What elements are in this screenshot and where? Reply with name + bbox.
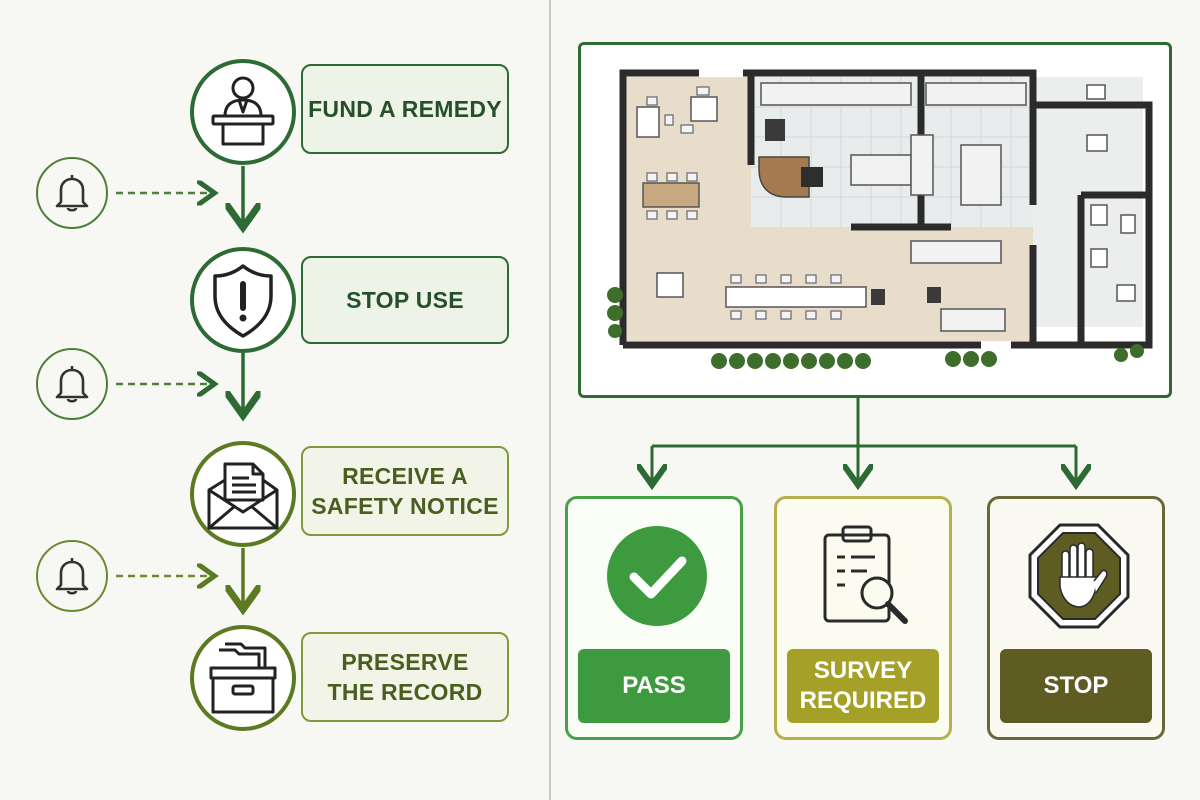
step-label-stop-use: STOP USE bbox=[301, 256, 509, 344]
step-label-line: SAFETY NOTICE bbox=[311, 493, 499, 519]
checkmark-circle-icon bbox=[607, 526, 707, 626]
alert-bell-3 bbox=[36, 540, 108, 612]
outcome-card-survey-required: SURVEY REQUIRED bbox=[774, 496, 952, 740]
step-node-stop-use bbox=[190, 247, 296, 353]
podium-speaker-icon bbox=[211, 76, 275, 146]
step-label-text: FUND A REMEDY bbox=[308, 96, 502, 122]
step-label-line: PRESERVE bbox=[341, 649, 469, 675]
step-label-receive-notice: RECEIVE A SAFETY NOTICE bbox=[301, 446, 509, 536]
outcome-banner-survey-required: SURVEY REQUIRED bbox=[787, 649, 939, 723]
outcome-banner-pass: PASS bbox=[578, 649, 730, 723]
bell-icon bbox=[55, 175, 89, 212]
outcome-card-pass: PASS bbox=[565, 496, 743, 740]
floor-plan-frame bbox=[578, 42, 1172, 398]
step-node-preserve-record bbox=[190, 625, 296, 731]
step-label-fund-remedy: FUND A REMEDY bbox=[301, 64, 509, 154]
outcome-label-line: REQUIRED bbox=[799, 687, 927, 714]
outcome-banner-stop: STOP bbox=[1000, 649, 1152, 723]
shield-exclamation-icon bbox=[213, 264, 273, 338]
step-label-line: RECEIVE A bbox=[342, 463, 468, 489]
step-node-receive-notice bbox=[190, 441, 296, 547]
clipboard-magnifier-icon bbox=[823, 525, 908, 624]
bell-icon bbox=[55, 366, 89, 403]
process-connectors bbox=[116, 166, 550, 800]
outcome-connectors bbox=[550, 398, 1200, 800]
step-label-text: STOP USE bbox=[346, 287, 464, 313]
floor-plan-image bbox=[607, 69, 1153, 369]
step-label-preserve-record: PRESERVE THE RECORD bbox=[301, 632, 509, 722]
file-drawer-icon bbox=[209, 642, 277, 714]
alert-bell-2 bbox=[36, 348, 108, 420]
panel-divider bbox=[549, 0, 551, 800]
outcome-label-line: PASS bbox=[622, 672, 686, 699]
outcome-label-line: SURVEY bbox=[813, 657, 913, 684]
step-label-line: THE RECORD bbox=[327, 679, 483, 705]
outcome-card-stop: STOP bbox=[987, 496, 1165, 740]
stop-hand-octagon-icon bbox=[1028, 523, 1130, 629]
envelope-letter-icon bbox=[207, 462, 279, 530]
step-node-fund-remedy bbox=[190, 59, 296, 165]
alert-bell-1 bbox=[36, 157, 108, 229]
bell-icon bbox=[55, 558, 89, 595]
outcome-label-line: STOP bbox=[1043, 672, 1109, 699]
